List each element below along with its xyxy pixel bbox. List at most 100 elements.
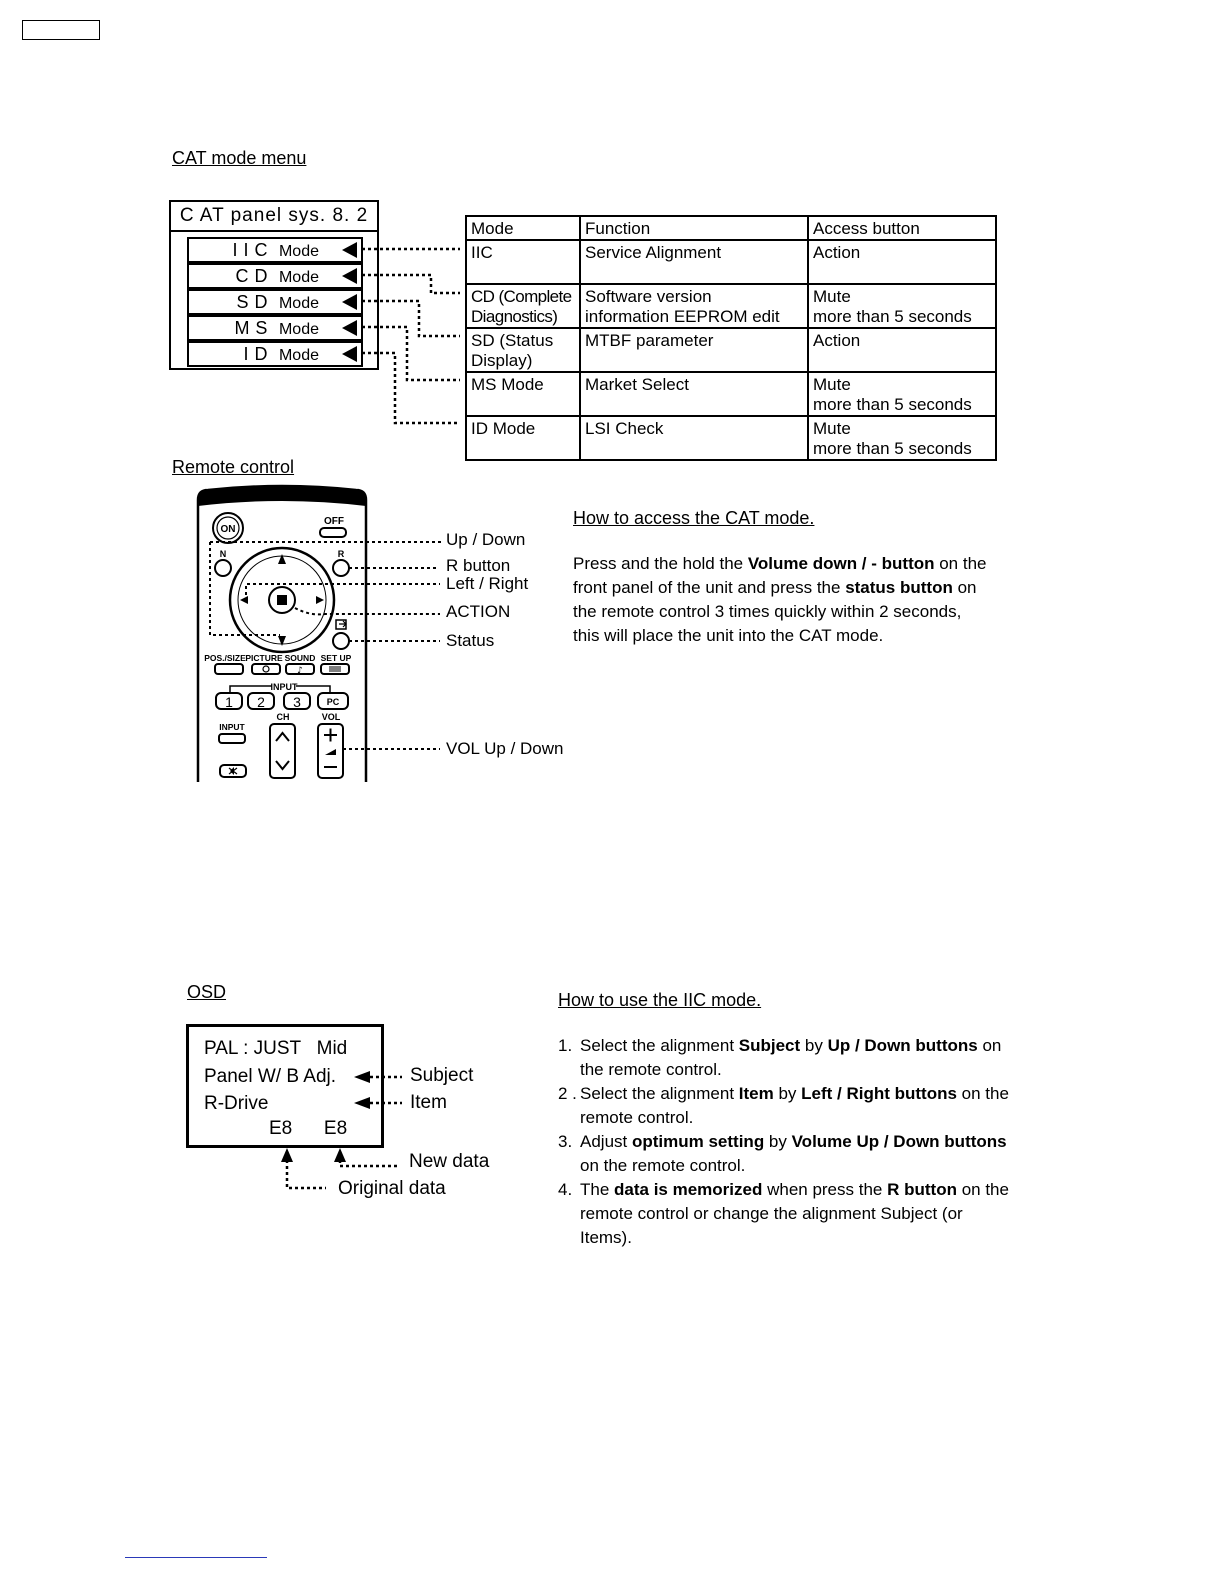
status-button[interactable] (332, 632, 350, 650)
volume-icon (325, 749, 336, 755)
arrow-up-icon (334, 1148, 346, 1162)
menu-item-cd[interactable]: C D Mode (187, 263, 363, 289)
step-text: on the remote control. (580, 1036, 1002, 1079)
volume-rocker[interactable] (317, 723, 344, 779)
n-label: N (220, 549, 227, 559)
table-header-row: Mode Function Access button (465, 215, 997, 241)
input-3-button[interactable] (283, 692, 311, 710)
arrow-left-icon (342, 294, 357, 310)
remote-control-drawing: ON OFF N R POS./SIZE PICTURE SOUND SET U… (196, 484, 442, 782)
menu-item-sd[interactable]: S D Mode (187, 289, 363, 315)
iic-title: How to use the IIC mode. (558, 990, 762, 1010)
step-text: R button (887, 1180, 957, 1199)
osd-title: OSD (187, 982, 227, 1002)
arrow-left-icon (342, 242, 357, 258)
step-text: Select the alignment (580, 1084, 739, 1103)
connector-id (362, 351, 460, 425)
step-text: Subject (738, 1036, 801, 1055)
input-1-button[interactable] (215, 692, 243, 710)
stop-square-icon (277, 595, 287, 605)
step-text: on the remote control or change the alig… (580, 1180, 1009, 1247)
list-item: 4.The data is memorized when press the R… (558, 1178, 1018, 1250)
chevron-up-icon (275, 731, 290, 742)
setup-label: SET UP (321, 653, 352, 663)
down-arrow-icon (278, 636, 286, 646)
menu-item-iic[interactable]: I I C Mode (187, 237, 363, 263)
cell-function: LSI Check (579, 415, 809, 461)
cell-access: Action (807, 239, 997, 285)
power-off-button[interactable] (319, 527, 347, 538)
access-title: How to access the CAT mode. (573, 508, 815, 528)
right-arrow-icon (316, 596, 324, 604)
step-text: by (800, 1036, 828, 1055)
chevron-down-icon (275, 760, 290, 771)
step-text: Up / Down buttons (827, 1036, 978, 1055)
input-2-button[interactable] (247, 692, 275, 710)
pos-size-button[interactable] (214, 663, 244, 675)
step-text: on the remote control. (580, 1156, 746, 1175)
action-button[interactable] (268, 586, 296, 614)
list-item: 1.Select the alignment Subject by Up / D… (558, 1034, 1018, 1082)
picture-button[interactable] (251, 663, 281, 675)
label-item: Item (410, 1092, 447, 1113)
osd-line-data: E8 E8 (269, 1118, 348, 1139)
step-number: 1. (558, 1036, 573, 1055)
r-label: R (338, 549, 345, 559)
access-paragraph: Press and the hold the Volume down / - b… (573, 554, 987, 645)
pc-button[interactable] (317, 692, 349, 710)
step-text: data is memorized (614, 1180, 763, 1199)
label-new-data: New data (409, 1151, 490, 1172)
input-button[interactable] (218, 733, 246, 744)
svg-text:3: 3 (293, 694, 301, 710)
label-original-data: Original data (338, 1178, 446, 1199)
remote-title: Remote control (172, 457, 295, 477)
up-arrow-icon (278, 554, 286, 564)
list-item: 2 .Select the alignment Item by Left / R… (558, 1082, 1018, 1130)
connector-cd (362, 273, 460, 295)
plus-icon (324, 728, 337, 742)
arrow-left-icon (342, 346, 357, 362)
step-number: 2 . (558, 1084, 577, 1103)
cat-panel: C AT panel sys. 8. 2 I I C Mode C D Mode… (169, 200, 379, 370)
arrow-up-icon (281, 1148, 293, 1162)
mute-button[interactable] (219, 764, 247, 778)
label-action: ACTION (446, 602, 511, 621)
connector-sd (362, 299, 460, 338)
osd-line-subject: Panel W/ B Adj. (204, 1066, 337, 1087)
step-text: when press the (762, 1180, 888, 1199)
header-box (22, 20, 100, 40)
arrow-left-icon (342, 320, 357, 336)
cell-mode: MS Mode (465, 371, 581, 417)
iic-steps-list: 1. Select the alignment Subject by Up / D… (558, 1034, 1018, 1250)
music-note-icon: ♪ (297, 666, 303, 676)
r-button[interactable] (332, 559, 350, 577)
step-text: Adjust (580, 1132, 632, 1151)
pos-size-label: POS./SIZE (204, 653, 246, 663)
input-group-bracket (229, 685, 331, 692)
remote-top-cap (198, 486, 366, 506)
n-button[interactable] (214, 559, 232, 577)
footer-rule (125, 1557, 267, 1558)
channel-rocker[interactable] (269, 723, 296, 779)
setup-button[interactable] (320, 663, 350, 675)
header-function: Function (579, 215, 809, 241)
cat-panel-title: C AT panel sys. 8. 2 (171, 202, 377, 232)
menu-item-ms[interactable]: M S Mode (187, 315, 363, 341)
cell-function: MTBF parameter (579, 327, 809, 373)
step-text: optimum setting (631, 1132, 765, 1151)
sound-button[interactable] (285, 663, 315, 675)
osd-line-mode: PAL : JUST Mid (204, 1038, 348, 1059)
dpad-ring[interactable] (228, 546, 336, 654)
ch-label: CH (277, 712, 290, 722)
header-access: Access button (807, 215, 997, 241)
step-text: Volume Up / Down buttons (791, 1132, 1007, 1151)
cell-mode: ID Mode (465, 415, 581, 461)
